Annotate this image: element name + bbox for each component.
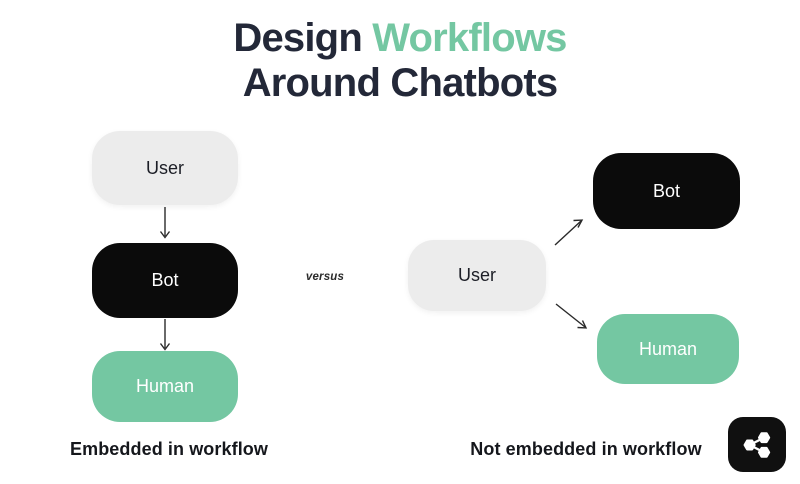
right-flow-node-user: User [408,240,546,311]
node-label: Human [638,338,698,359]
arrow-up-right-icon [554,219,584,246]
title-word-design: Design [233,16,362,60]
right-flow-node-bot: Bot [593,153,740,229]
arrow-down-icon [159,319,171,351]
title-word-workflows: Workflows [372,16,567,60]
share-button[interactable] [728,417,786,472]
versus-label: versus [305,271,345,283]
page-title: Design Workflows Around Chatbots [0,16,800,106]
node-label: Bot [151,270,179,290]
node-label: Human [135,376,195,396]
node-label: User [145,157,184,178]
title-line-1: Design Workflows [0,16,800,61]
right-flow-caption: Not embedded in workflow [470,439,702,459]
left-flow-node-user: User [92,131,238,205]
right-flow-node-human: Human [597,314,739,384]
left-flow-node-human: Human [92,351,238,422]
left-flow-caption: Embedded in workflow [69,439,268,459]
left-flow-node-bot: Bot [92,243,238,318]
arrow-down-right-icon [555,303,588,329]
node-label: User [457,265,496,285]
arrow-down-icon [159,207,171,239]
node-label: Bot [652,180,681,201]
title-line-2: Around Chatbots [242,61,558,105]
share-network-icon [743,431,771,458]
